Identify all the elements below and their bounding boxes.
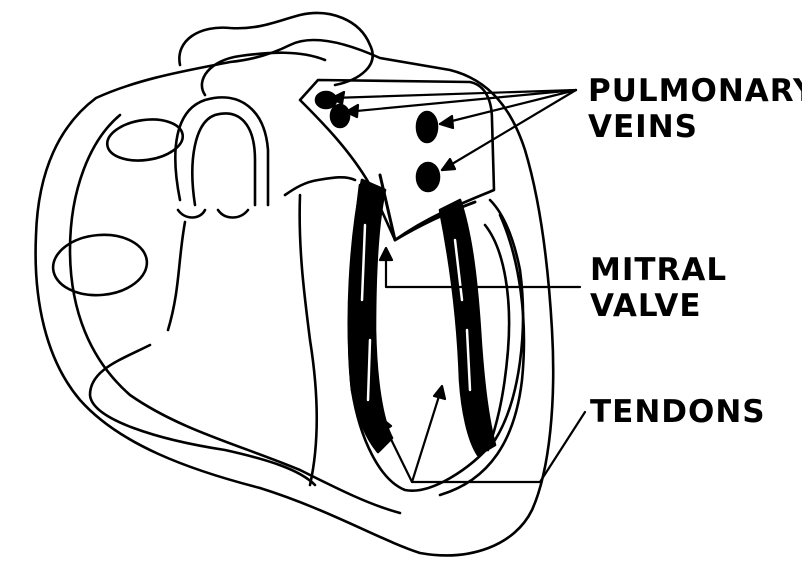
pulmonary-vein-opening-1 bbox=[316, 92, 336, 108]
pulmonary-vein-opening-4 bbox=[417, 163, 439, 191]
pulmonary-veins-pointers bbox=[332, 90, 576, 170]
label-pulmonary-veins: PULMONARY VEINS bbox=[588, 73, 802, 145]
label-pulmonary-veins-line1: PULMONARY bbox=[588, 73, 802, 109]
vena-cava-opening-upper bbox=[105, 115, 186, 165]
pulmonary-vein-opening-3 bbox=[417, 112, 437, 142]
label-mitral-valve: MITRAL VALVE bbox=[590, 252, 727, 324]
pulmonary-artery-inner bbox=[192, 113, 255, 205]
pulmonary-vein-opening-2 bbox=[331, 105, 349, 127]
mitral-valve-pointer bbox=[380, 248, 580, 287]
label-pulmonary-veins-line2: VEINS bbox=[588, 109, 802, 145]
septum-right bbox=[300, 195, 317, 485]
aorta-inner bbox=[202, 53, 325, 95]
right-ventricle-wall bbox=[90, 345, 315, 485]
vena-cava-opening-lower bbox=[51, 231, 150, 299]
aorta-arch bbox=[179, 13, 372, 85]
label-tendons-line1: TENDONS bbox=[590, 394, 766, 430]
inner-divider bbox=[285, 177, 355, 195]
semilunar-valve bbox=[178, 210, 248, 218]
label-mitral-valve-line2: VALVE bbox=[590, 288, 727, 324]
label-tendons: TENDONS bbox=[590, 394, 766, 430]
label-mitral-valve-line1: MITRAL bbox=[590, 252, 727, 288]
papillary-muscle-right bbox=[440, 200, 495, 455]
septum-left bbox=[168, 222, 185, 330]
